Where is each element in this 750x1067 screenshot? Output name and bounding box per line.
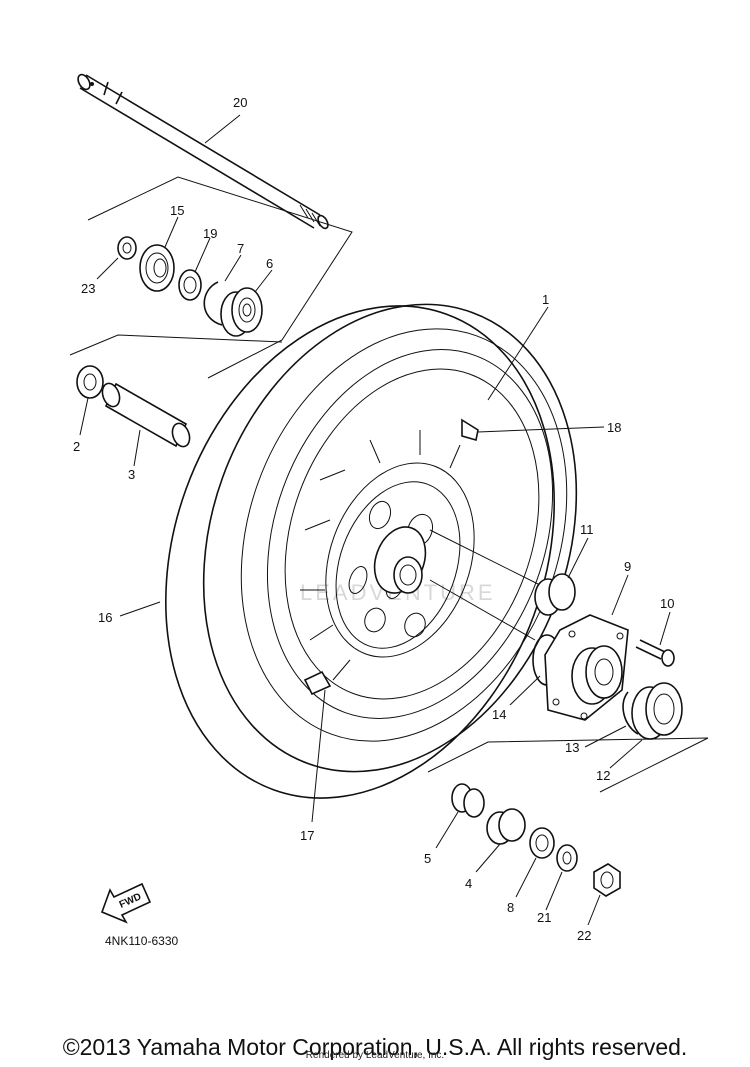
seal-8 <box>529 827 555 859</box>
upper-part-frame <box>87 176 353 379</box>
axle-shaft <box>77 73 329 230</box>
hub-9 <box>544 614 629 721</box>
bolt-10 <box>635 639 675 667</box>
part-label-10: 10 <box>660 596 674 611</box>
circlip-13 <box>622 691 639 735</box>
part-label-23: 23 <box>81 281 95 296</box>
leader-lines <box>79 114 671 926</box>
bearing-12 <box>631 682 683 740</box>
part-label-20: 20 <box>233 95 247 110</box>
part-label-8: 8 <box>507 900 514 915</box>
part-label-12: 12 <box>596 768 610 783</box>
rendered-by-credit: Rendered by LeadVenture, Inc. <box>305 1050 445 1061</box>
washer-23 <box>117 236 137 260</box>
part-label-7: 7 <box>237 241 244 256</box>
bearing-6 <box>220 287 263 337</box>
part-label-18: 18 <box>607 420 621 435</box>
spacer-tube-3 <box>101 382 191 448</box>
part-label-14: 14 <box>492 707 506 722</box>
part-label-13: 13 <box>565 740 579 755</box>
part-label-9: 9 <box>624 559 631 574</box>
spacer-2 <box>76 365 104 399</box>
part-label-21: 21 <box>537 910 551 925</box>
forward-arrow-icon: FWD <box>100 882 152 924</box>
part-label-2: 2 <box>73 439 80 454</box>
part-label-15: 15 <box>170 203 184 218</box>
part-label-5: 5 <box>424 851 431 866</box>
copyright-notice: ©2013 Yamaha Motor Corporation, U.S.A. A… <box>62 1034 688 1060</box>
part-label-17: 17 <box>300 828 314 843</box>
washer-21 <box>556 844 578 872</box>
part-label-11: 11 <box>580 522 594 537</box>
wheel-tire <box>165 303 578 799</box>
part-label-3: 3 <box>128 467 135 482</box>
part-label-22: 22 <box>577 928 591 943</box>
wheel-rim <box>300 430 475 681</box>
part-label-16: 16 <box>98 610 112 625</box>
nut-22 <box>593 863 621 897</box>
part-labels: 1 2 3 4 5 6 7 8 9 10 11 12 13 14 15 16 1… <box>73 95 674 943</box>
diagram-code: 4NK110-6330 <box>105 934 178 948</box>
part-label-4: 4 <box>465 876 472 891</box>
balance-weight-17 <box>303 670 332 696</box>
part-label-19: 19 <box>203 226 217 241</box>
collar-5 <box>451 783 485 818</box>
collar-11 <box>534 573 576 616</box>
spacer-4 <box>486 808 526 845</box>
wheel-hub <box>373 526 427 594</box>
valve-18 <box>461 418 479 442</box>
collar-19 <box>178 269 202 301</box>
part-label-6: 6 <box>266 256 273 271</box>
circlip-7 <box>203 281 223 326</box>
oil-seal-15 <box>139 244 175 292</box>
part-label-1: 1 <box>542 292 549 307</box>
